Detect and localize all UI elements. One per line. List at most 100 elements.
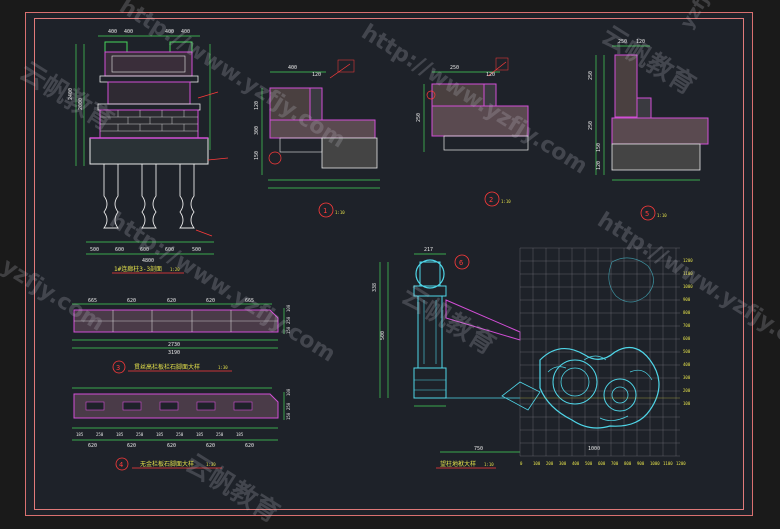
- stone-top-drawing: [72, 303, 285, 374]
- grid-tick-y: 900: [683, 297, 691, 302]
- grid-tick-y: 500: [683, 349, 691, 354]
- watermark-brand-4: 云帆教育: [180, 448, 285, 529]
- railing-scale: 1:10: [484, 462, 494, 467]
- carving-ornament: [501, 257, 680, 429]
- dim-col-height-b: 2000: [78, 98, 84, 110]
- stone-bottom-seg-5: 250: [176, 432, 184, 437]
- dim-col-bottom-2: 600: [140, 247, 149, 253]
- stone-top-seg-1: 620: [127, 298, 136, 304]
- column-section-drawing: [75, 35, 229, 255]
- dim-top-right-a: 400: [165, 29, 174, 35]
- stone-bottom-seg-1: 250: [96, 432, 104, 437]
- stone-bottom-sub-2: 620: [167, 443, 176, 449]
- grid-tick-x: 400: [572, 461, 580, 466]
- stone-top-total: 2730: [168, 342, 180, 348]
- dim-col-bottom-1: 600: [115, 247, 124, 253]
- watermark-url-2: http://www.yzfjy.com: [357, 20, 592, 180]
- detail-5-number: 5: [645, 210, 649, 218]
- detail-6-number: 6: [459, 259, 463, 267]
- stone-top-seg-4: 665: [245, 298, 254, 304]
- grid-tick-y: 600: [683, 336, 691, 341]
- dim-top-left-a: 400: [108, 29, 117, 35]
- stone-bottom-seg-4: 185: [156, 432, 164, 437]
- d2-dim-top-0: 250: [450, 65, 459, 71]
- d1-dim-side-1: 300: [254, 126, 260, 135]
- carving-grid: [519, 247, 680, 457]
- rail-dim-top: 217: [424, 247, 433, 253]
- grid-tick-y: 1100: [683, 271, 693, 276]
- detail-2-number: 2: [489, 196, 493, 204]
- stone-bottom-sub-1: 620: [127, 443, 136, 449]
- dim-col-bottom-4: 500: [192, 247, 201, 253]
- railing-title: 望柱地栿大样: [440, 460, 476, 468]
- pile-group: [103, 163, 195, 229]
- grid-tick-x: 300: [559, 461, 567, 466]
- grid-tick-x: 700: [611, 461, 619, 466]
- stone-bottom-side-1: 250: [286, 402, 291, 410]
- grid-tick-x: 100: [533, 461, 541, 466]
- grid-tick-y: 300: [683, 375, 691, 380]
- section-main-title: 1#连廊柱3-3剖面: [114, 265, 162, 273]
- dim-top-left-b: 400: [124, 29, 133, 35]
- grid-tick-x: 500: [585, 461, 593, 466]
- stone-top-seg-0: 665: [88, 298, 97, 304]
- stone-bottom-seg-0: 185: [76, 432, 84, 437]
- dim-col-bottom-0: 500: [90, 247, 99, 253]
- d1-dim-top-1: 120: [312, 72, 321, 78]
- rail-dim-bottom: 750: [474, 446, 483, 452]
- grid-tick-y: 800: [683, 310, 691, 315]
- section-main-scale: 1:20: [170, 267, 180, 272]
- detail-2-drawing: [423, 57, 529, 207]
- d5-dim-top-1: 120: [636, 39, 645, 45]
- stone-bottom-scale: 1:30: [206, 462, 216, 467]
- grid-tick-y: 400: [683, 362, 691, 367]
- brick-base: [99, 109, 199, 139]
- d5-dim-side-0: 250: [588, 71, 594, 80]
- detail-5-scale: 1:10: [657, 213, 667, 218]
- grid-tick-y: 200: [683, 388, 691, 393]
- grid-tick-x: 1100: [663, 461, 673, 466]
- detail-2-scale: 1:10: [501, 199, 511, 204]
- d1-dim-side-0: 120: [254, 101, 260, 110]
- stone-bottom-drawing: [72, 387, 285, 471]
- grid-tick-x: 600: [598, 461, 606, 466]
- d5-dim-side-3: 120: [596, 161, 602, 170]
- grid-tick-x: 1200: [676, 461, 686, 466]
- railing-post-drawing: [379, 253, 521, 469]
- stone-bottom-number: 4: [119, 461, 123, 469]
- watermark-url-3: http://www.yzfjy.com: [105, 208, 340, 368]
- stone-top-side-2: 150: [286, 326, 291, 334]
- detail-5-drawing: [595, 45, 709, 221]
- d5-dim-top-0: 250: [618, 39, 627, 45]
- watermark-brand-3: 云帆教育: [396, 280, 501, 361]
- stone-bottom-seg-2: 185: [116, 432, 124, 437]
- stone-bottom-side-0: 100: [286, 388, 291, 396]
- stone-top-side-1: 250: [286, 316, 291, 324]
- stone-bottom-sub-3: 620: [206, 443, 215, 449]
- stone-bottom-side-2: 150: [286, 412, 291, 420]
- d2-dim-top-1: 120: [486, 72, 495, 78]
- rail-dim-side-b: 500: [380, 331, 386, 340]
- stone-top-seg-2: 620: [167, 298, 176, 304]
- grid-tick-x: 900: [637, 461, 645, 466]
- grid-tick-x: 1000: [650, 461, 660, 466]
- detail-1-number: 1: [323, 207, 327, 215]
- watermark-short-1: yzfjy.com: [0, 254, 108, 337]
- dim-col-total: 4800: [142, 258, 154, 264]
- stone-bottom-seg-6: 185: [196, 432, 204, 437]
- stone-bottom-seg-8: 185: [236, 432, 244, 437]
- grid-tick-x: 0: [520, 461, 523, 466]
- detail-1-scale: 1:10: [335, 210, 345, 215]
- stone-top-title: 贯丝高栏板栏石脚面大样: [134, 363, 200, 371]
- grid-tick-y: 1000: [683, 284, 693, 289]
- d1-dim-side-2: 150: [254, 151, 260, 160]
- watermark-brand-2: 云帆教育: [596, 20, 701, 101]
- dim-top-right-b: 400: [181, 29, 190, 35]
- grid-tick-y: 100: [683, 401, 691, 406]
- d5-dim-side-1: 250: [588, 121, 594, 130]
- stone-bottom-title: 无金栏板石脚面大样: [140, 460, 194, 468]
- dim-col-bottom-3: 600: [165, 247, 174, 253]
- stone-top-side-0: 100: [286, 304, 291, 312]
